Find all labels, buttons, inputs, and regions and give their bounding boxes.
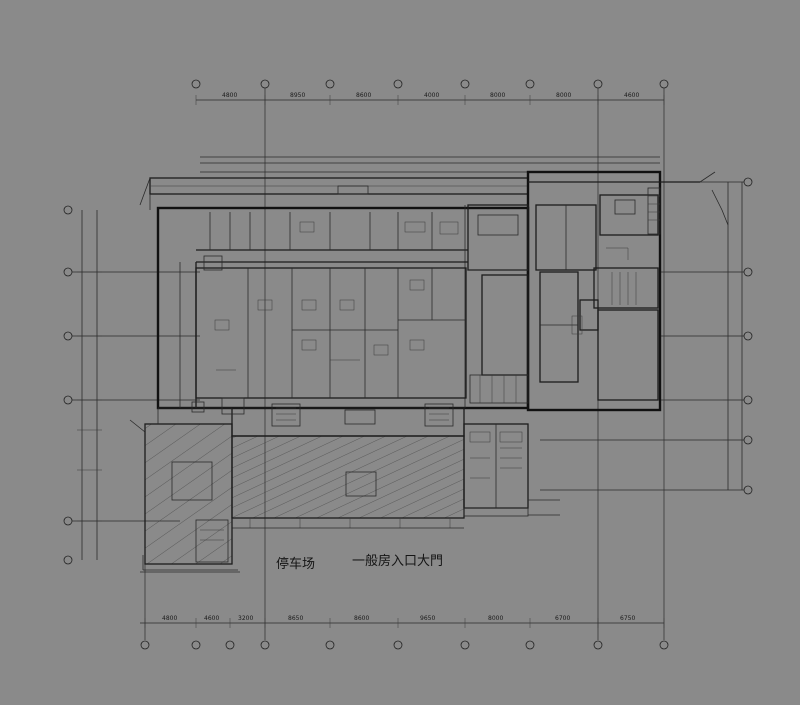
dim-bottom-5: 8600 — [354, 615, 369, 622]
dim-top-5: 8000 — [490, 92, 505, 99]
main-entrance-label: 一般房入口大門 — [352, 553, 443, 569]
west-details — [129, 255, 238, 571]
dim-bottom-4: 8650 — [288, 615, 303, 622]
bottom-dimension-chain — [140, 571, 665, 628]
dim-bottom-6: 9650 — [420, 615, 435, 622]
left-dimension-chain — [77, 210, 102, 560]
dim-bottom-3: 3200 — [238, 615, 253, 622]
dim-bottom-2: 4600 — [204, 615, 219, 622]
dim-top-6: 8000 — [556, 92, 571, 99]
dim-top-4: 4000 — [424, 92, 439, 99]
corridor — [179, 261, 468, 408]
drop-off-canopy — [231, 435, 465, 529]
building-outline — [156, 170, 729, 412]
service-rooms — [467, 204, 529, 404]
parking-label: 停车场 — [276, 556, 315, 572]
dim-bottom-9: 6750 — [620, 615, 635, 622]
dim-top-1: 4800 — [222, 92, 237, 99]
dim-bottom-7: 8000 — [488, 615, 503, 622]
bottom-dimension-labels: 4800 4600 3200 8650 8600 9650 8000 6700 … — [162, 615, 635, 622]
entrance-lobby — [221, 397, 465, 437]
dim-bottom-1: 4800 — [162, 615, 177, 622]
east-wing-rooms — [535, 187, 661, 401]
restroom-block — [463, 423, 560, 517]
central-hall — [195, 267, 467, 399]
dim-top-2: 8950 — [290, 92, 305, 99]
west-canopy — [144, 423, 233, 565]
dim-top-3: 8600 — [356, 92, 371, 99]
dim-bottom-8: 6700 — [555, 615, 570, 622]
top-room-row — [196, 205, 468, 408]
dim-top-7: 4600 — [624, 92, 639, 99]
right-dimension-chain — [723, 182, 748, 490]
top-dimension-chain — [195, 95, 665, 173]
grid-bubbles — [63, 79, 753, 650]
top-dimension-labels: 4800 8950 8600 4000 8000 8000 4600 — [222, 92, 639, 99]
